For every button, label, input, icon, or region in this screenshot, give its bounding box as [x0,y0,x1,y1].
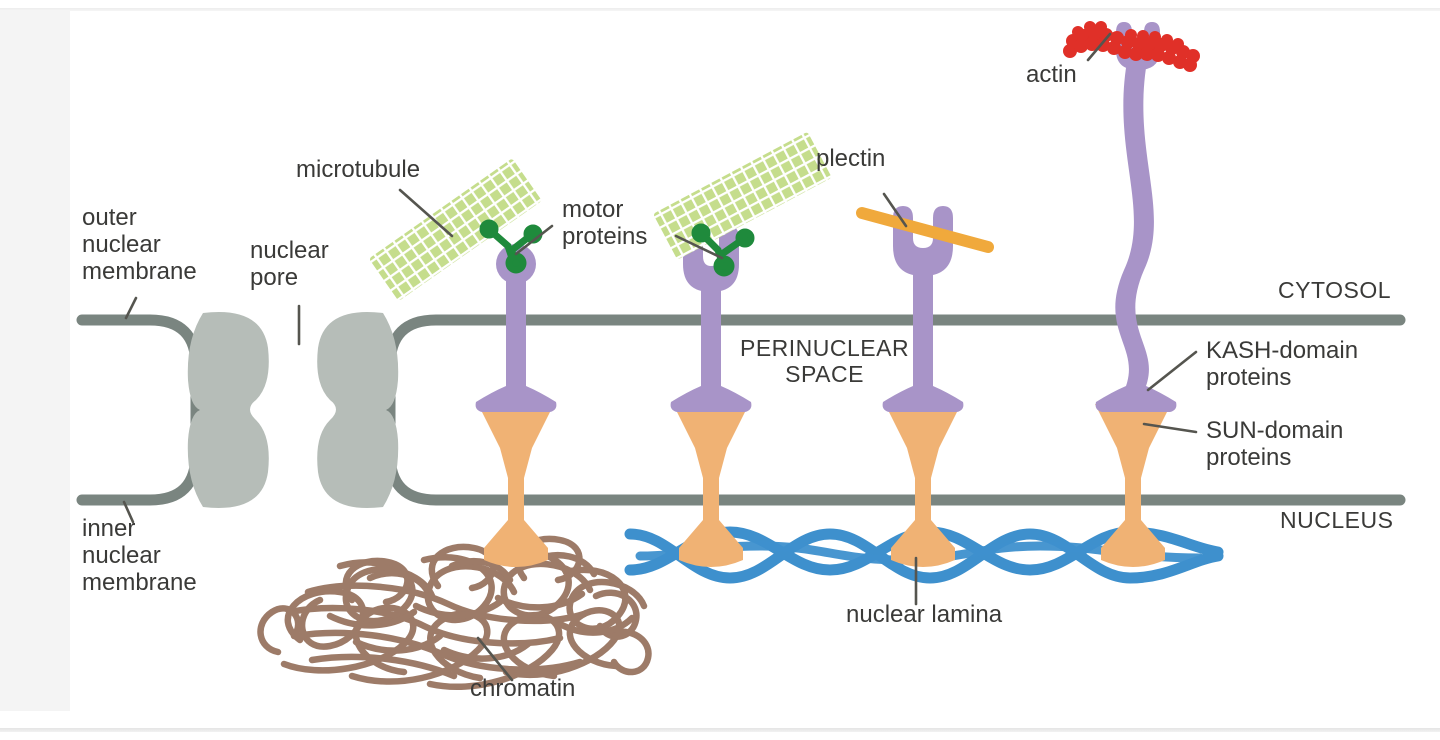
linc-complex-1 [368,158,557,567]
kash-domain-protein-3 [882,266,964,412]
label-sun-domain-proteins: SUN-domain proteins [1206,417,1344,471]
nuclear-pore-left [187,312,269,508]
leader-inner-membrane [122,500,135,524]
leader-lines [122,32,1198,682]
label-motor-proteins: motor proteins [562,196,648,250]
nuclear-pore-right [317,312,399,508]
label-chromatin: chromatin [470,675,576,702]
label-microtubule: microtubule [296,156,421,183]
sun-domain-protein-1 [478,404,554,567]
kash-domain-protein-2 [670,282,752,412]
microtubule-1 [368,158,542,302]
outer-membrane-left-segment [76,314,202,506]
label-plectin: plectin [816,145,886,172]
label-inner-nuclear-membrane: inner nuclear membrane [82,515,197,596]
motor-protein-2 [691,223,755,277]
nuclear-pore-complexes [187,312,399,508]
left-gutter [0,11,70,711]
leader-actin [1086,32,1112,62]
linc-complex-4 [1063,21,1200,567]
leader-sun [1142,422,1198,434]
figure-canvas [70,11,1440,711]
label-outer-nuclear-membrane: outer nuclear membrane [82,204,197,285]
label-cytosol: CYTOSOL [1278,277,1391,303]
top-divider [0,8,1440,11]
label-kash-domain-proteins: KASH-domain proteins [1206,337,1359,391]
sun-domain-protein-4 [1095,404,1171,567]
nuclear-envelope [76,314,1406,506]
motor-protein-1 [479,219,543,274]
label-perinuclear-space: PERINUCLEAR SPACE [740,335,910,387]
actin-filament [1063,21,1200,72]
lamina-strand-a [624,528,1224,584]
kash-domain-protein-4 [1095,56,1177,412]
leader-kash [1146,350,1198,392]
leader-motor-2 [674,234,724,260]
sun-domain-protein-3 [885,404,961,567]
leader-motor-1 [514,224,554,256]
label-nuclear-lamina: nuclear lamina [846,601,1003,628]
sun-domain-protein-2 [673,404,749,567]
outer-membrane-main [384,314,1406,506]
leader-chromatin [476,636,514,682]
label-actin: actin [1026,61,1077,88]
label-nuclear-pore: nuclear pore [250,237,329,291]
leader-microtubule [398,188,454,238]
chromatin [257,535,652,691]
kash-domain-protein-1 [475,268,557,412]
linc-complex-2 [652,131,832,567]
leader-plectin [882,192,908,228]
label-nucleus: NUCLEUS [1280,507,1394,533]
plectin-filament [856,207,994,253]
bottom-divider [0,728,1440,732]
leader-outer-membrane [124,296,138,320]
linc-complex-3 [856,206,994,567]
